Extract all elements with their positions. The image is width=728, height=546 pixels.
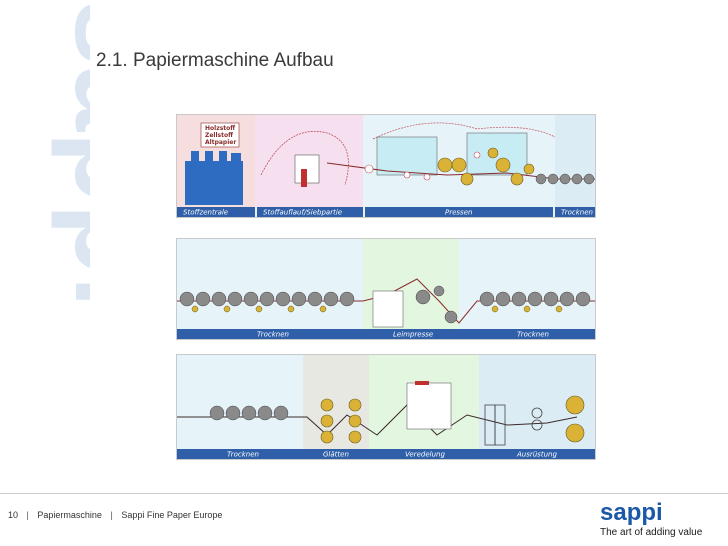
label-stoffzentrale: Stoffzentrale: [183, 209, 228, 217]
label-stoffauflauf-siebpartie: Stoffauflauf/Siebpartie: [263, 209, 342, 217]
footer-company: Sappi Fine Paper Europe: [121, 510, 223, 520]
box-label-holzstoff: Holzstoff: [205, 125, 235, 132]
brand-tagline: The art of adding value: [600, 527, 703, 538]
label-trocknen-1: Trocknen: [561, 209, 593, 217]
label-trocknen-2: Trocknen: [257, 331, 289, 339]
label-ausruestung: Ausrüstung: [516, 451, 557, 459]
page-number: 10: [8, 510, 19, 520]
sappi-logo: sappi: [600, 499, 663, 526]
label-pressen: Pressen: [445, 209, 472, 217]
stock-box-labels: Holzstoff Zellstoff Altpapier: [200, 122, 240, 148]
sappi-watermark: sappi: [0, 0, 182, 480]
label-glaetten: Glätten: [323, 451, 349, 459]
diagram-panel-drying-size-press: Trocknen Leimpresse Trocknen: [176, 238, 596, 340]
box-label-zellstoff: Zellstoff: [205, 132, 233, 139]
label-trocknen-4: Trocknen: [227, 451, 259, 459]
footer-separator: |: [26, 510, 29, 520]
label-leimpresse: Leimpresse: [393, 331, 433, 339]
slide-title: 2.1. Papiermaschine Aufbau: [96, 50, 334, 71]
diagram-panel-calender-finishing: Trocknen Glätten Veredelung Ausrüstung: [176, 354, 596, 460]
box-label-altpapier: Altpapier: [205, 139, 236, 146]
footer-separator: |: [110, 510, 113, 520]
footer-section: Papiermaschine: [37, 510, 102, 520]
label-trocknen-3: Trocknen: [517, 331, 549, 339]
footer-divider: [0, 493, 728, 494]
watermark-text: sappi: [50, 0, 90, 308]
footer: 10 | Papiermaschine | Sappi Fine Paper E…: [8, 510, 228, 520]
diagram-panel-stock-to-press: Holzstoff Zellstoff Altpapier: [176, 114, 596, 218]
label-veredelung: Veredelung: [405, 451, 445, 459]
